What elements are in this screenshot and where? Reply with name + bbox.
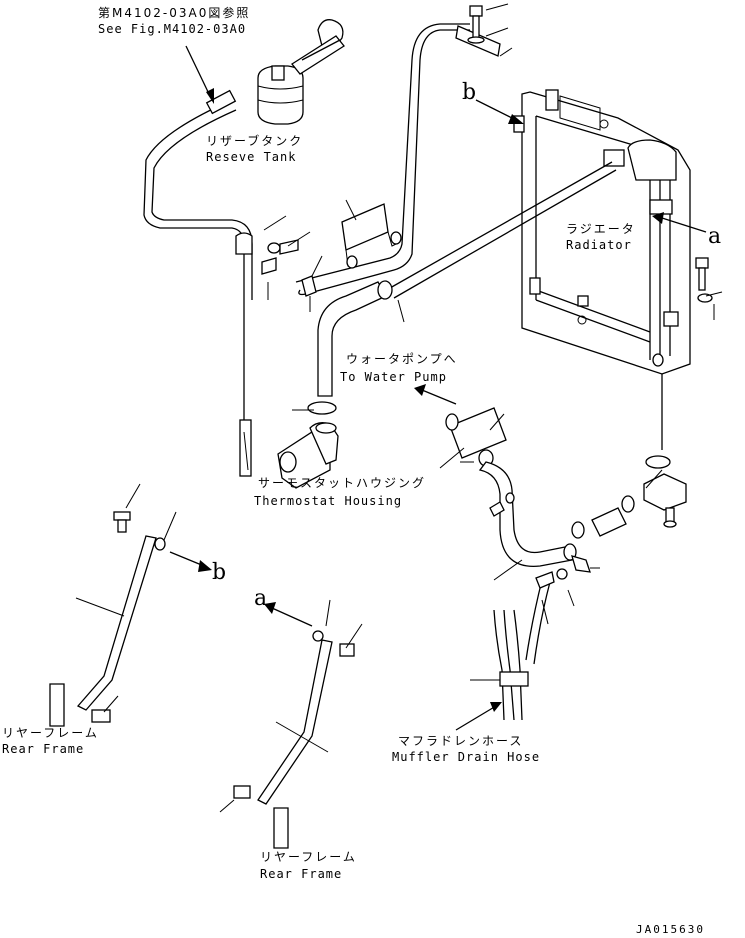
- thermostat-label-jp: サーモスタットハウジング: [258, 476, 427, 490]
- muffler-drain-hose: [493, 571, 555, 721]
- callout-letter-b-stay: b: [212, 560, 227, 585]
- radiator-bolts: [467, 5, 713, 303]
- pump-label-jp: ウォータポンプへ: [346, 352, 458, 366]
- callout-letter-a-right: a: [708, 224, 722, 249]
- leader-lines: [75, 3, 723, 813]
- tank-label-en: Reseve Tank: [206, 150, 297, 164]
- stay-right: [233, 630, 355, 849]
- reserve-tank-hose: [143, 89, 253, 477]
- rear-frame-1-label-en: Rear Frame: [2, 742, 85, 756]
- water-pump-fitting: [445, 407, 507, 467]
- hose-clamps: [235, 203, 402, 312]
- thermostat-label-en: Thermostat Housing: [254, 494, 403, 508]
- arrows: [169, 45, 707, 731]
- muffler-label-en: Muffler Drain Hose: [392, 750, 541, 764]
- radiator-label-en: Radiator: [566, 238, 632, 252]
- stay-left: [49, 511, 166, 727]
- radiator: [513, 89, 691, 450]
- muffler-label-jp: マフラドレンホース: [398, 734, 524, 748]
- thermostat-hose: [317, 280, 393, 397]
- thermostat-housing: [277, 401, 339, 489]
- tank-overflow-hose: [291, 35, 345, 75]
- radiator-label-jp: ラジエータ: [566, 222, 636, 236]
- rear-frame-2-label-en: Rear Frame: [260, 867, 343, 881]
- callout-letter-a-stay: a: [254, 586, 268, 611]
- rear-frame-2-label-jp: リヤーフレーム: [260, 850, 357, 864]
- ref-label-en: See Fig.M4102-03A0: [98, 22, 247, 36]
- tank-label-jp: リザーブタンク: [206, 134, 304, 148]
- callout-letter-b-top: b: [462, 80, 477, 105]
- pump-label-en: To Water Pump: [340, 370, 447, 384]
- drain-fittings: [556, 455, 687, 580]
- ref-label-jp: 第M4102-03A0図参照: [98, 6, 251, 20]
- bypass-hose: [478, 461, 577, 567]
- drawing-number: JA015630: [636, 923, 705, 936]
- rear-frame-1-label-jp: リヤーフレーム: [2, 726, 99, 740]
- radiator-lower-pipe: [389, 161, 617, 299]
